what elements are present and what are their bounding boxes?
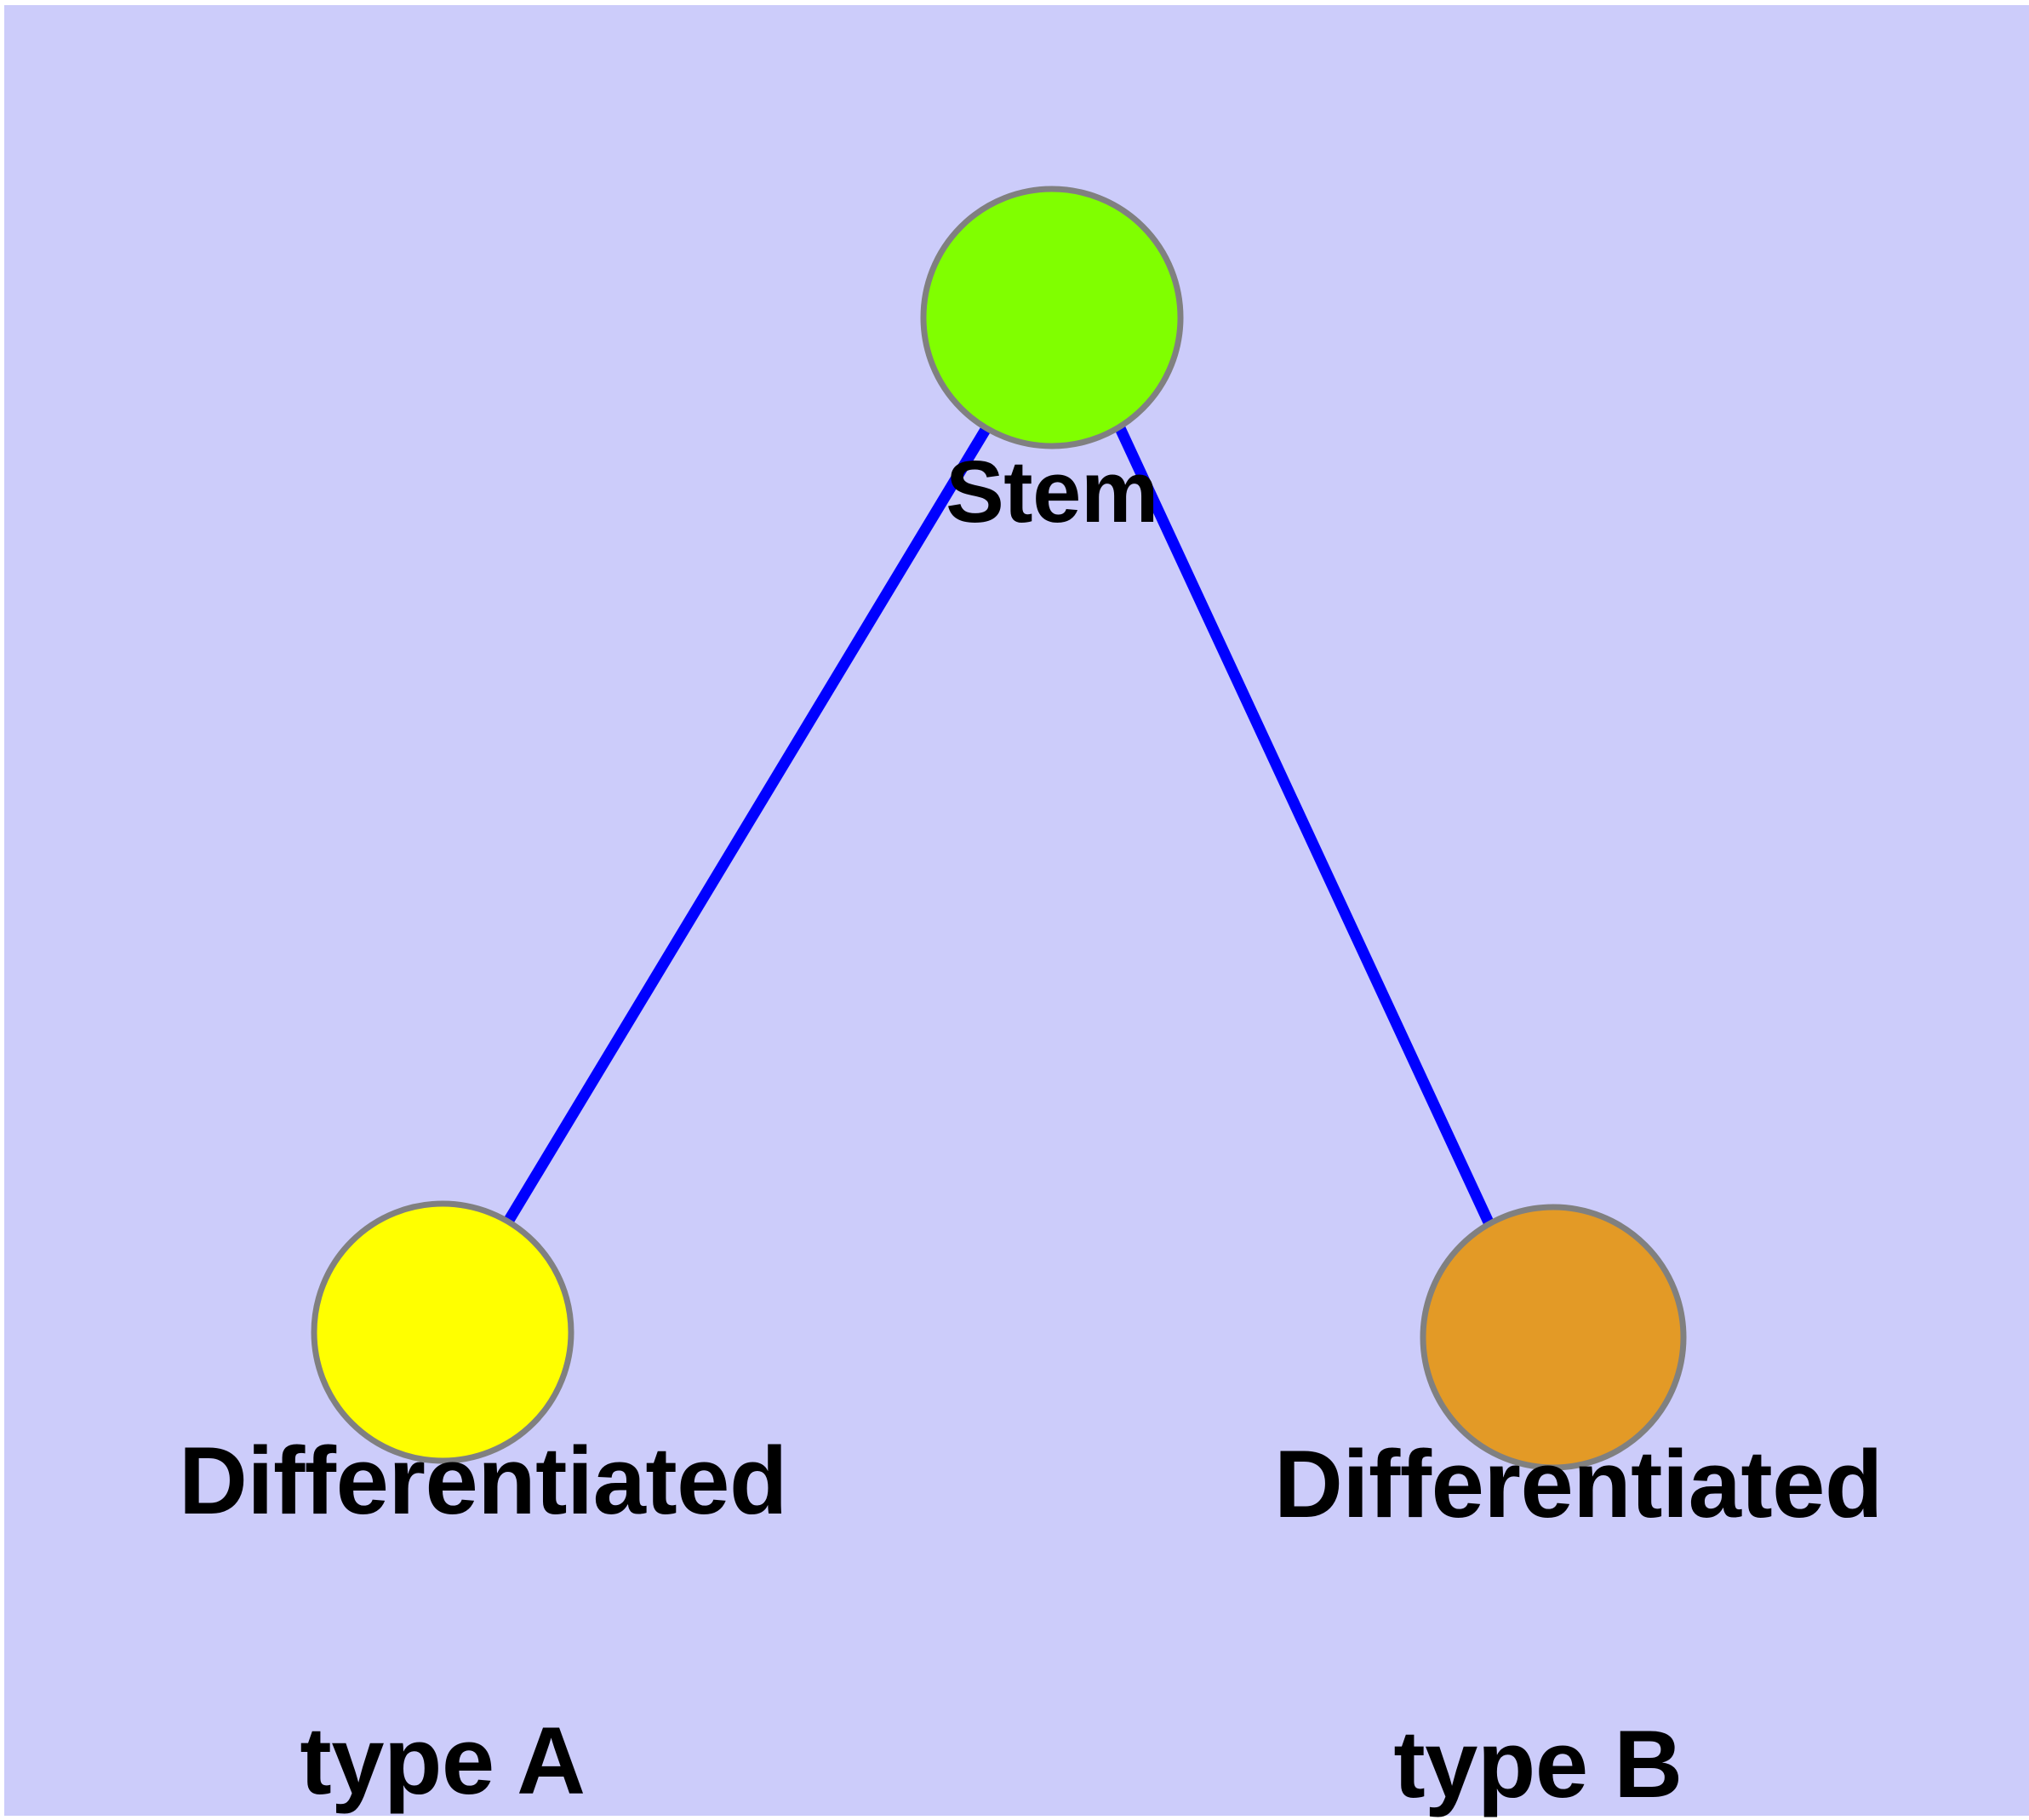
node-differentiated-type-b[interactable] [1420, 1204, 1687, 1471]
edge-stem-to-differentiated-type-b[interactable] [1115, 426, 1495, 1227]
graph-svg [311, 186, 1687, 1471]
edge-stem-to-differentiated-type-a[interactable] [503, 425, 992, 1225]
node-differentiated-type-a[interactable] [311, 1200, 574, 1464]
node-stem[interactable] [920, 186, 1184, 449]
edge-layer [503, 425, 1495, 1227]
diagram-canvas: Stem Differentiated type A Differentiate… [4, 5, 2029, 1816]
node-layer [311, 186, 1687, 1471]
